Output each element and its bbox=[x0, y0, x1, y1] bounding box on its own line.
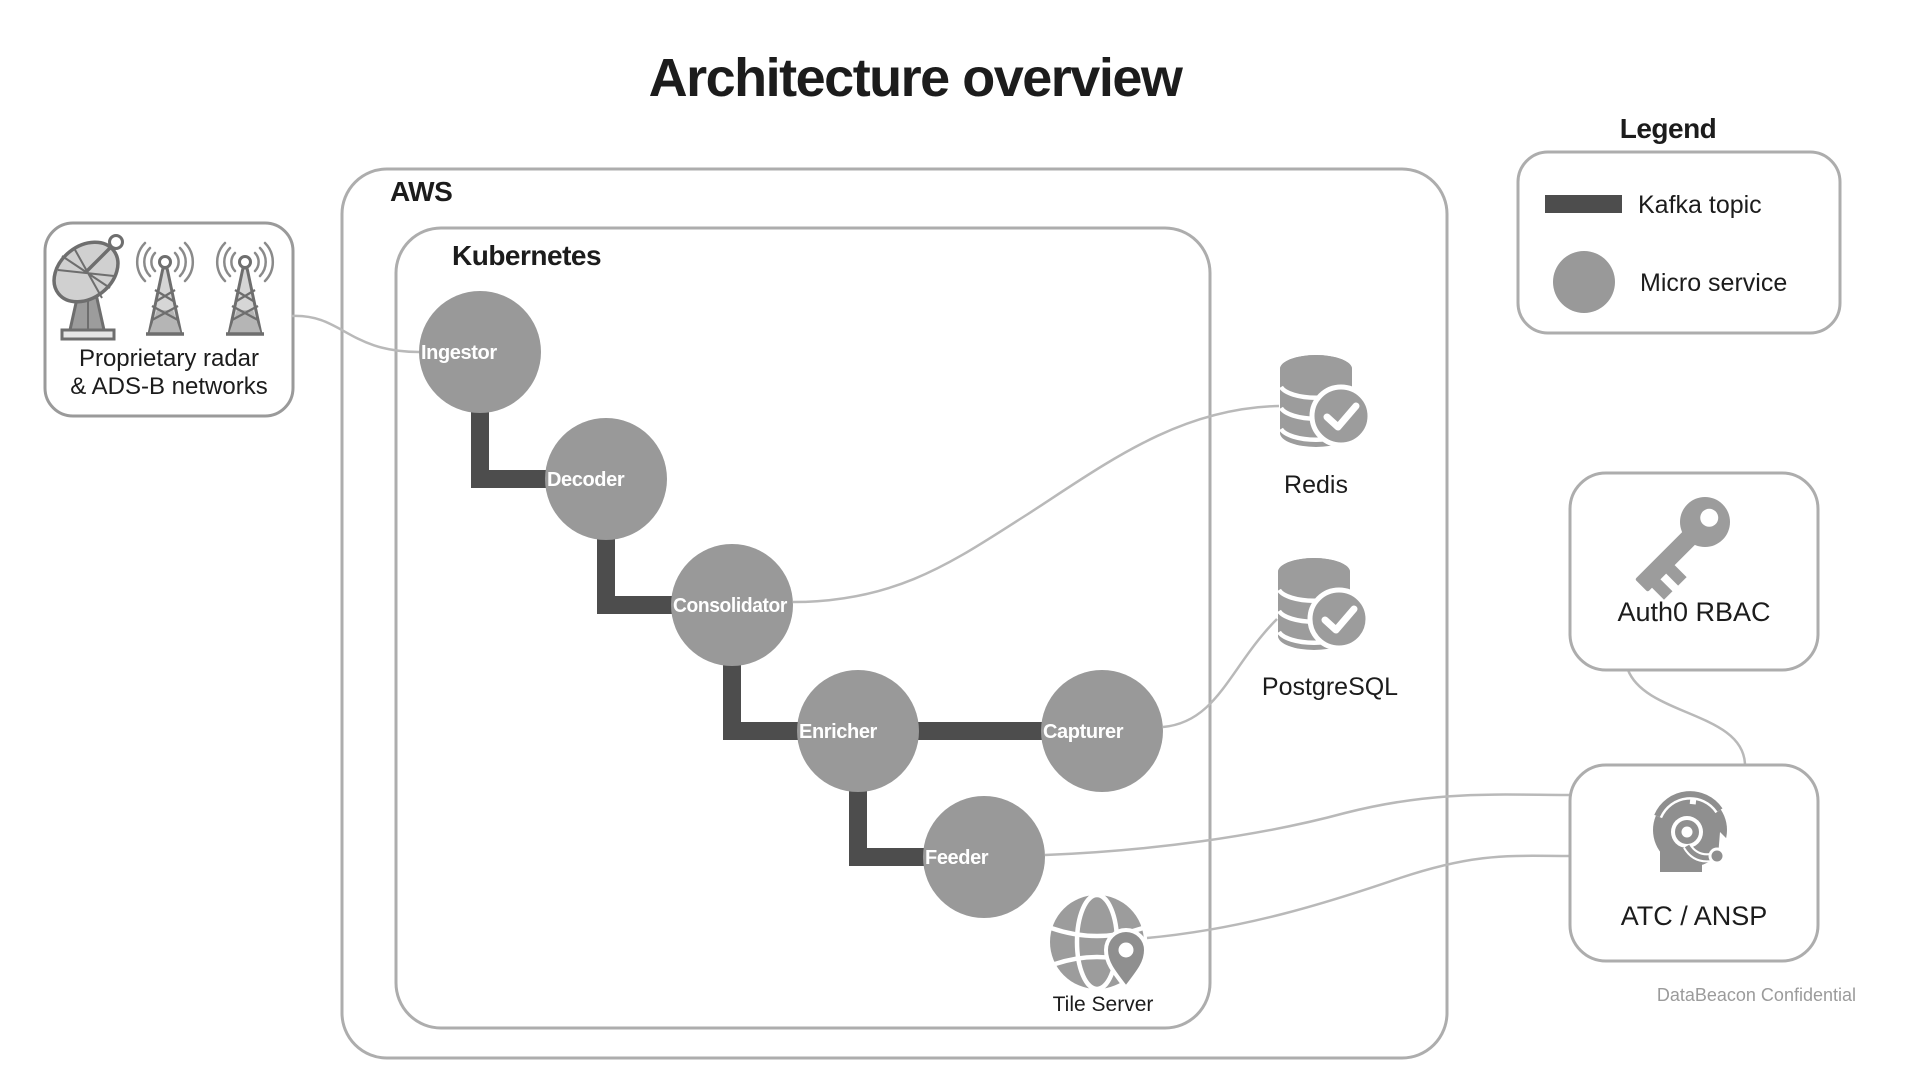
legend-microservice-swatch bbox=[1553, 251, 1615, 313]
service-capturer bbox=[1041, 670, 1163, 792]
legend-microservice-label: Micro service bbox=[1640, 269, 1787, 297]
service-consolidator-label: Consolidator bbox=[673, 595, 788, 617]
redis-label: Redis bbox=[1284, 471, 1348, 499]
service-decoder bbox=[545, 418, 667, 540]
service-capturer-label: Capturer bbox=[1043, 721, 1124, 743]
connector-radar-ingestor bbox=[291, 314, 420, 354]
service-ingestor-label: Ingestor bbox=[421, 342, 497, 364]
kubernetes-label: Kubernetes bbox=[452, 240, 601, 271]
database-check-icon bbox=[1280, 355, 1370, 447]
page-title: Architecture overview bbox=[649, 48, 1184, 108]
aws-box bbox=[340, 167, 1449, 1060]
service-enricher-label: Enricher bbox=[799, 721, 878, 743]
connector-auth0-atc bbox=[1626, 669, 1747, 766]
key-icon bbox=[1635, 497, 1730, 600]
legend-kafka-topic-swatch bbox=[1545, 195, 1622, 213]
legend-kafka-topic-label: Kafka topic bbox=[1638, 191, 1762, 219]
service-consolidator bbox=[671, 544, 793, 666]
atc-label: ATC / ANSP bbox=[1621, 901, 1768, 931]
tile-server-label: Tile Server bbox=[1053, 993, 1154, 1016]
aws-label: AWS bbox=[390, 176, 452, 207]
connector-capturer-postgresql bbox=[1162, 618, 1278, 729]
radar-sources-label-line1: Proprietary radar bbox=[79, 345, 259, 372]
service-decoder-label: Decoder bbox=[547, 469, 625, 491]
headset-agent-icon bbox=[1651, 788, 1735, 872]
globe-pin-icon bbox=[1050, 892, 1149, 992]
service-ingestor bbox=[419, 291, 541, 413]
connector-tileserver-atc bbox=[1146, 854, 1571, 940]
radar-sources-label-line2: & ADS-B networks bbox=[70, 373, 267, 400]
service-feeder bbox=[923, 796, 1045, 918]
service-enricher bbox=[797, 670, 919, 792]
postgresql-label: PostgreSQL bbox=[1262, 673, 1398, 701]
kubernetes-box bbox=[394, 226, 1212, 1030]
database-check-icon bbox=[1278, 558, 1368, 650]
connector-consolidator-redis bbox=[792, 404, 1280, 604]
service-feeder-label: Feeder bbox=[925, 847, 989, 869]
connector-feeder-atc bbox=[1044, 793, 1571, 857]
auth0-box bbox=[1568, 471, 1820, 672]
legend-title: Legend bbox=[1620, 113, 1717, 144]
satellite-dish-icon bbox=[52, 234, 124, 341]
confidential-note: DataBeacon Confidential bbox=[1657, 985, 1856, 1005]
auth0-label: Auth0 RBAC bbox=[1617, 597, 1770, 627]
